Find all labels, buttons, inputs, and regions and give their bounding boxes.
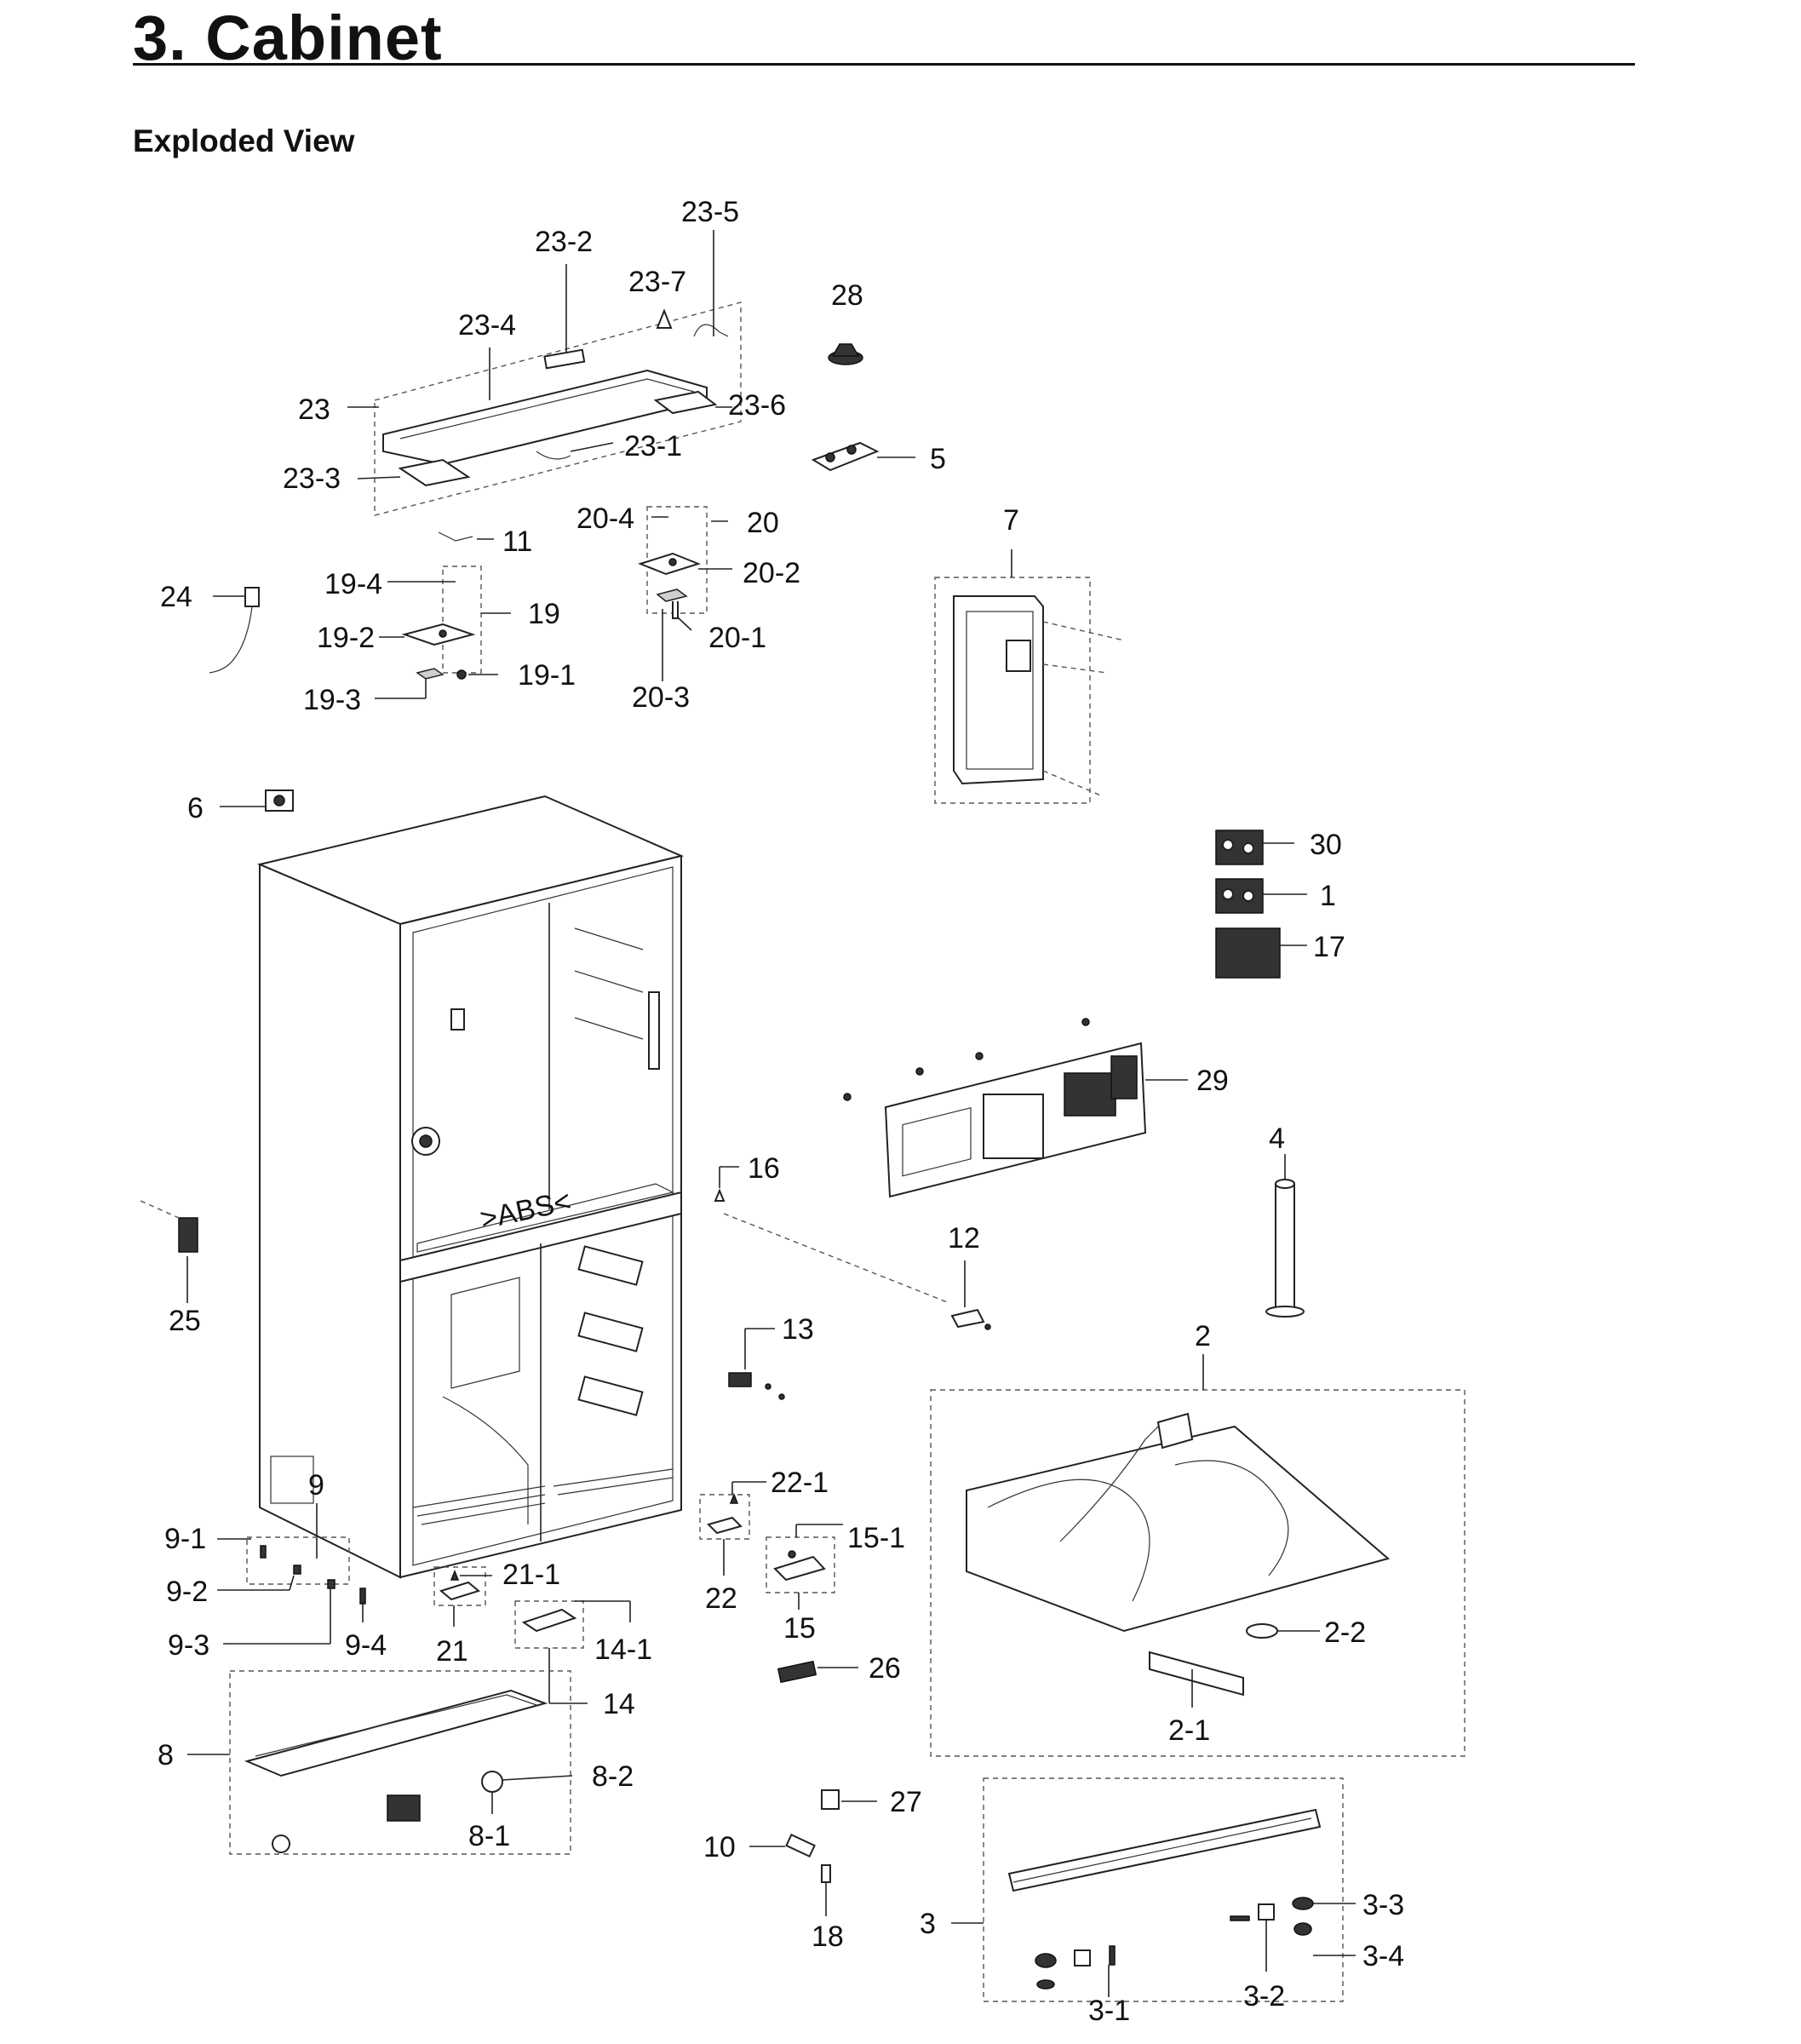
part-6 [220,789,294,812]
part-29-grille [843,1018,1188,1198]
callout-15-1: 15-1 [847,1522,905,1554]
part-8-bottom-plate [187,1670,573,1855]
callout-8-2: 8-2 [592,1760,634,1793]
callout-3-2: 3-2 [1243,1980,1285,2012]
callout-29: 29 [1196,1065,1229,1097]
callout-22-1: 22-1 [771,1467,829,1499]
part-26 [777,1660,858,1684]
callout-2-2: 2-2 [1324,1616,1366,1649]
callout-23-1: 23-1 [624,430,682,462]
callout-5: 5 [930,443,946,475]
part-22 [699,1481,766,1576]
callout-21: 21 [436,1635,468,1668]
callout-8-1: 8-1 [468,1820,510,1852]
part-4-tube [1265,1154,1305,1318]
callout-12: 12 [948,1222,980,1255]
cabinet-body: >ABS< [256,795,685,1579]
part-3-base-rail [951,1777,1356,2002]
callout-13: 13 [782,1313,814,1346]
part-20-hinge-group [638,506,732,681]
callout-19-1: 19-1 [518,659,576,692]
callout-26: 26 [869,1652,901,1685]
part-7-cover-panel [934,549,1125,804]
callout-23-7: 23-7 [628,266,686,298]
callout-25: 25 [169,1305,201,1337]
callout-19: 19 [528,598,560,630]
page-title: 3. Cabinet [133,3,443,73]
part-28-cap [828,343,863,365]
callout-9-4: 9-4 [345,1629,387,1662]
callout-20-1: 20-1 [708,622,766,654]
callout-8: 8 [158,1739,174,1771]
callout-23-5: 23-5 [681,196,739,228]
callout-27: 27 [890,1786,922,1818]
callout-10: 10 [703,1831,736,1863]
callout-20: 20 [747,507,779,539]
callout-24: 24 [160,581,192,613]
part-12 [950,1260,991,1330]
callout-23-2: 23-2 [535,226,593,258]
top-hinge-cover-group [347,230,742,516]
callout-16: 16 [748,1152,780,1185]
callout-19-2: 19-2 [317,622,375,654]
callout-23-3: 23-3 [283,462,341,495]
callout-20-2: 20-2 [743,557,800,589]
callout-9-1: 9-1 [164,1523,206,1555]
callout-3: 3 [920,1908,936,1940]
callout-15: 15 [783,1612,816,1645]
callout-2: 2 [1195,1320,1211,1352]
part-16-screw [714,1166,950,1304]
callout-30: 30 [1310,829,1342,861]
callout-22: 22 [705,1582,737,1615]
callout-20-4: 20-4 [576,502,634,535]
callout-14-1: 14-1 [594,1633,652,1666]
callout-3-4: 3-4 [1362,1940,1404,1972]
part-19-hinge-group [375,566,511,699]
callout-1: 1 [1320,880,1336,912]
callout-19-3: 19-3 [303,684,361,716]
pcb-boards [1215,830,1307,979]
callout-17: 17 [1313,931,1345,963]
callout-18: 18 [812,1921,844,1953]
callout-2-1: 2-1 [1168,1714,1210,1747]
part-24-power-cord [209,587,260,674]
callout-23-4: 23-4 [458,309,516,342]
part-2-base [930,1354,1465,1757]
section-subtitle: Exploded View [133,123,355,158]
part-21 [433,1566,492,1627]
callout-6: 6 [187,792,204,824]
callout-14: 14 [603,1688,635,1720]
callout-20-3: 20-3 [632,681,690,714]
callout-7: 7 [1003,504,1019,537]
part-25 [140,1200,198,1303]
callout-11: 11 [502,525,532,558]
callout-21-1: 21-1 [502,1559,560,1591]
callout-3-3: 3-3 [1362,1889,1404,1921]
callout-19-4: 19-4 [324,568,382,600]
part-27 [821,1789,877,1810]
callout-3-1: 3-1 [1088,1995,1130,2027]
callout-labels: 23-5 23-2 23-7 28 23-4 23 23-6 23-1 23-3… [158,196,1404,2027]
callout-28: 28 [831,279,863,312]
callout-9: 9 [308,1469,324,1501]
part-15 [766,1524,843,1610]
callout-9-3: 9-3 [168,1629,209,1662]
callout-4: 4 [1269,1122,1285,1155]
part-5-hinge [811,441,915,472]
callout-23: 23 [298,393,330,426]
callout-9-2: 9-2 [166,1576,208,1608]
part-10-and-18 [749,1833,831,1916]
part-14 [514,1600,631,1704]
callout-23-6: 23-6 [728,389,786,422]
title-underline [133,63,1635,66]
part-11 [438,531,494,542]
parts-9-fasteners [217,1536,366,1645]
part-13 [728,1328,785,1400]
